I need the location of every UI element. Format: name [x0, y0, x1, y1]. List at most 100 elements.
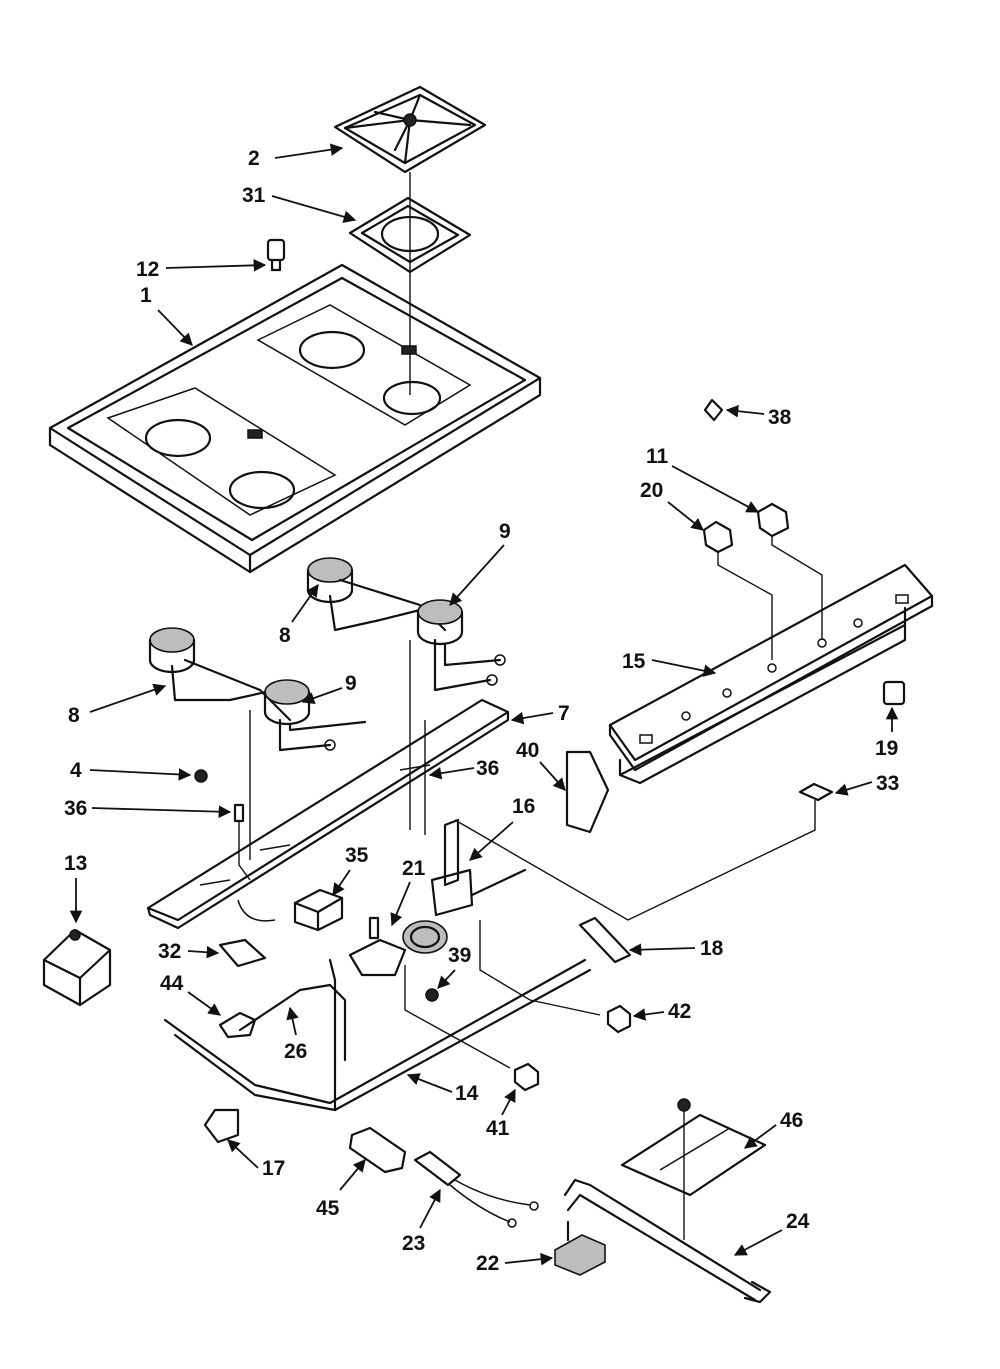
- callout-39: 39: [437, 944, 471, 989]
- callout-label: 39: [448, 944, 471, 967]
- callout-label: 46: [780, 1109, 803, 1132]
- guide-rail: [409, 640, 426, 835]
- callout-label: 42: [668, 1000, 691, 1023]
- part-16-igniter: [430, 818, 527, 917]
- callout-35: 35: [332, 844, 369, 897]
- callout-40: 40: [516, 739, 566, 791]
- callout-label: 32: [158, 940, 181, 963]
- callout-label: 44: [160, 972, 184, 995]
- part-39: [425, 988, 439, 1002]
- guide-18: [479, 920, 601, 1016]
- callout-9-upper: 9: [449, 520, 511, 606]
- part-burner-front: [148, 627, 367, 752]
- callout-label: 15: [622, 650, 646, 673]
- part-21-regulator: [348, 916, 448, 977]
- part-11-knob: [756, 502, 790, 538]
- guide-33: [454, 800, 816, 921]
- callout-label: 21: [402, 857, 426, 880]
- callout-7: 7: [510, 702, 570, 725]
- part-41: [513, 1062, 540, 1092]
- part-grate: [333, 85, 487, 174]
- callout-41: 41: [486, 1088, 516, 1140]
- part-32: [218, 938, 267, 968]
- callout-label: 23: [402, 1232, 425, 1255]
- callout-label: 4: [70, 759, 82, 782]
- part-18: [578, 916, 632, 964]
- callout-label: 1: [140, 284, 152, 307]
- part-38: [703, 398, 724, 422]
- callout-22: 22: [476, 1252, 554, 1275]
- callout-label: 26: [284, 1040, 307, 1063]
- callout-label: 22: [476, 1252, 499, 1275]
- callout-label: 40: [516, 739, 539, 762]
- callout-label: 14: [455, 1082, 479, 1105]
- part-13-valve: [42, 928, 112, 1007]
- callout-42: 42: [632, 1000, 691, 1023]
- callout-33: 33: [834, 772, 899, 796]
- part-36-a: [233, 803, 245, 823]
- callout-label: 31: [242, 184, 266, 207]
- callout-18: 18: [628, 937, 724, 960]
- guide-knob-11: [771, 536, 823, 640]
- callout-11: 11: [646, 445, 760, 513]
- callout-36-left: 36: [64, 797, 232, 820]
- part-35-module: [293, 888, 344, 932]
- part-44: [218, 1011, 257, 1039]
- callout-24: 24: [733, 1210, 810, 1256]
- callout-label: 45: [316, 1197, 340, 1220]
- callout-label: 38: [768, 406, 792, 429]
- guide-39: [404, 965, 511, 1069]
- part-14-manifold-tube: [163, 958, 592, 1112]
- callout-1: 1: [140, 284, 193, 346]
- part-33: [798, 782, 834, 802]
- callout-label: 24: [786, 1210, 810, 1233]
- callout-12: 12: [136, 258, 267, 281]
- callout-label: 17: [262, 1157, 285, 1180]
- callout-label: 11: [646, 445, 669, 468]
- callout-14: 14: [406, 1073, 479, 1105]
- callout-label: 2: [248, 147, 260, 170]
- callout-label: 9: [499, 520, 511, 543]
- callout-23: 23: [402, 1188, 441, 1255]
- part-22-igniter: [554, 1220, 606, 1276]
- part-20-knob: [702, 520, 734, 554]
- part-cooktop: [48, 263, 542, 574]
- callout-label: 36: [64, 797, 87, 820]
- guide-36-a: [238, 710, 251, 881]
- callout-45: 45: [316, 1159, 366, 1220]
- callout-13: 13: [64, 852, 87, 924]
- callout-label: 16: [512, 795, 535, 818]
- callout-label: 20: [640, 479, 663, 502]
- callout-16: 16: [469, 795, 535, 861]
- part-4: [194, 769, 208, 783]
- part-36-wire: [237, 899, 276, 922]
- part-12: [266, 238, 286, 272]
- part-manifold-panel: [608, 563, 934, 785]
- callout-label: 36: [476, 757, 499, 780]
- part-23-harness: [413, 1150, 539, 1228]
- part-45: [348, 1126, 407, 1174]
- callout-label: 9: [345, 672, 357, 695]
- callout-19: 19: [875, 706, 898, 760]
- part-40: [565, 750, 610, 834]
- callout-44: 44: [160, 972, 222, 1016]
- callout-label: 18: [700, 937, 724, 960]
- callout-15: 15: [622, 650, 717, 677]
- callout-21: 21: [390, 857, 426, 927]
- callout-label: 35: [345, 844, 369, 867]
- callout-label: 12: [136, 258, 159, 281]
- callout-8-upper: 8: [279, 583, 319, 647]
- callout-17: 17: [227, 1139, 285, 1180]
- callout-label: 8: [279, 624, 291, 647]
- callout-label: 41: [486, 1117, 510, 1140]
- callout-26: 26: [284, 1006, 307, 1063]
- part-46-shield: [620, 1098, 767, 1197]
- callout-20: 20: [640, 479, 704, 531]
- callout-9-lower: 9: [301, 672, 357, 705]
- part-24-tube: [563, 1178, 772, 1304]
- callout-38: 38: [725, 404, 792, 429]
- callout-32: 32: [158, 940, 220, 963]
- callout-4: 4: [70, 759, 192, 782]
- guide-knob-20: [717, 552, 773, 660]
